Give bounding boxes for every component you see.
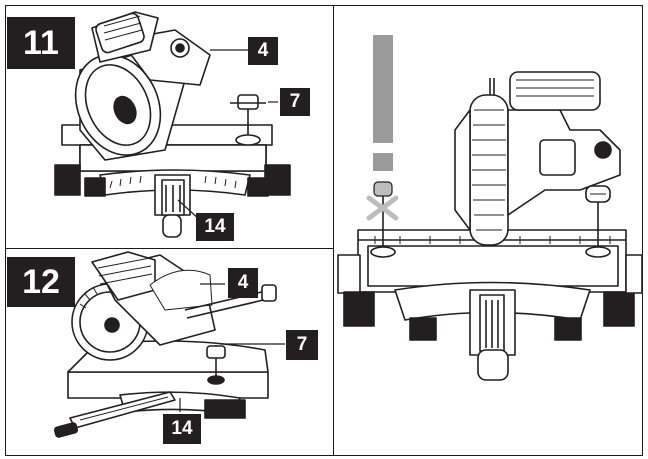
callout-label: 4	[248, 37, 278, 65]
callout-label: 14	[163, 414, 201, 444]
figure-number-badge: 11	[7, 17, 75, 69]
warning-knob-gray	[366, 181, 399, 221]
callout-label: 14	[196, 213, 234, 241]
fig11-saw-drawing	[54, 11, 291, 238]
callout-label: 7	[280, 88, 310, 116]
front-view-saw-drawing	[337, 71, 643, 381]
fig12-saw-drawing	[53, 251, 285, 438]
figure-number-badge: 12	[7, 257, 75, 307]
callout-label: 7	[286, 330, 318, 360]
callout-label: 4	[228, 268, 258, 298]
warning-exclamation-icon	[373, 35, 393, 171]
